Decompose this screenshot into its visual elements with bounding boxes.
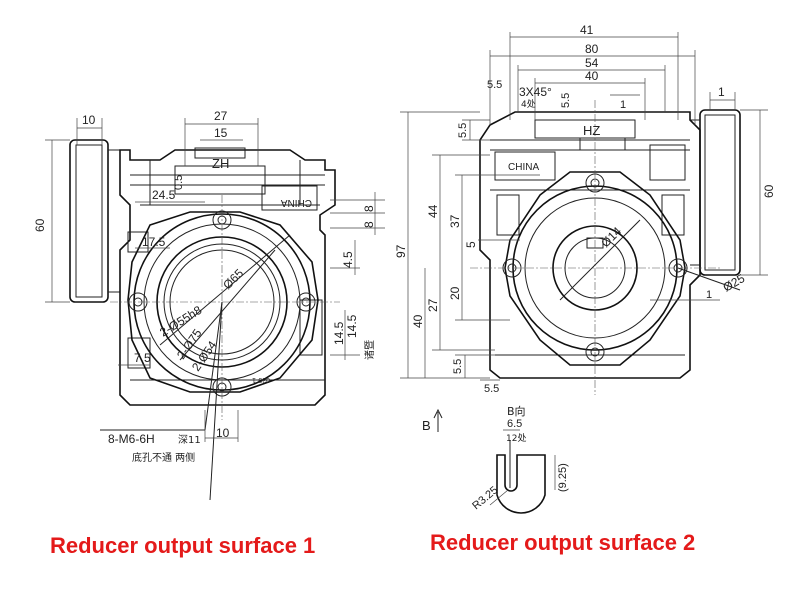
dim-5-5-base: 5.5: [484, 383, 499, 395]
dim-5: 5: [464, 241, 478, 248]
dim-5-5-top-b: 5.5: [560, 93, 572, 108]
dim-6-5: 6.5: [507, 418, 522, 430]
dim-27-v2: 27: [426, 298, 440, 312]
dim-8a: 8: [362, 205, 376, 212]
zh-mark: ZH: [212, 156, 229, 171]
dim-5-5-bottom: 5.5: [452, 359, 464, 374]
output-surface-2-view: 41 80 54 40 3X45° 4处 5.5 5.5 1 HZ CHINA …: [394, 23, 776, 514]
dim-60-right: 60: [762, 184, 776, 198]
b-arrow-label: B: [422, 418, 431, 433]
dim-40-v2: 40: [411, 314, 425, 328]
dim-7-5: 7.5: [134, 351, 151, 365]
dim-54: 54: [585, 56, 599, 70]
dim-10-right: 1: [718, 85, 725, 99]
caption-output-surface-1: Reducer output surface 1: [50, 533, 316, 558]
cn-note: 诸暨: [364, 340, 376, 360]
dim-4-5: 4.5: [341, 251, 355, 268]
dim-8b: 8: [362, 221, 376, 228]
dim-17-5: 17.5: [142, 235, 166, 249]
dim-97: 97: [394, 244, 408, 258]
dim-20: 20: [448, 286, 462, 300]
qty-12: 12处: [506, 432, 526, 444]
dim-44: 44: [426, 204, 440, 218]
dim-5-5-left: 5.5: [457, 123, 469, 138]
dim-27: 27: [214, 109, 228, 123]
radius-3-25: R3.25: [470, 484, 500, 512]
dim-1-right: 1: [706, 289, 712, 301]
dim-10: 10: [82, 113, 96, 127]
china-mark: CHINA: [281, 197, 312, 208]
b-view-label: B向: [507, 404, 526, 418]
china-mark-2: CHINA: [508, 162, 539, 173]
dim-5-5-top-a: 5.5: [487, 79, 502, 91]
caption-output-surface-2: Reducer output surface 2: [430, 530, 696, 555]
dim-9-25: (9.25): [557, 463, 569, 492]
dim-1-top: 1: [620, 99, 626, 111]
dim-60: 60: [33, 218, 47, 232]
dim-80: 80: [585, 42, 599, 56]
dim-24-5: 24.5: [152, 188, 176, 202]
dim-41: 41: [580, 23, 594, 37]
plate-mark: 030-1: [252, 376, 270, 383]
dim-40: 40: [585, 69, 599, 83]
dim-15: 15: [214, 126, 228, 140]
thread-note: 底孔不通 两侧: [132, 451, 195, 464]
technical-drawing: 10 60 27 15 ZH 0.5 24.5 CHINA 8 8 17.5 4…: [33, 23, 776, 514]
dim-14-5a: 14.5: [332, 321, 346, 345]
dim-37: 37: [448, 214, 462, 228]
dim-0-5: 0.5: [173, 175, 185, 190]
chamfer-3x45: 3X45°: [519, 85, 552, 99]
dim-14-5b: 14.5: [345, 314, 359, 338]
thread-spec: 8-M6-6H: [108, 432, 155, 446]
output-surface-1-view: 10 60 27 15 ZH 0.5 24.5 CHINA 8 8 17.5 4…: [33, 109, 385, 501]
thread-depth: 深11: [178, 434, 201, 446]
dim-10b: 10: [216, 426, 230, 440]
chamfer-location: 4处: [521, 98, 536, 110]
hz-mark: HZ: [583, 123, 600, 138]
dia-14: Ø14: [598, 224, 624, 250]
